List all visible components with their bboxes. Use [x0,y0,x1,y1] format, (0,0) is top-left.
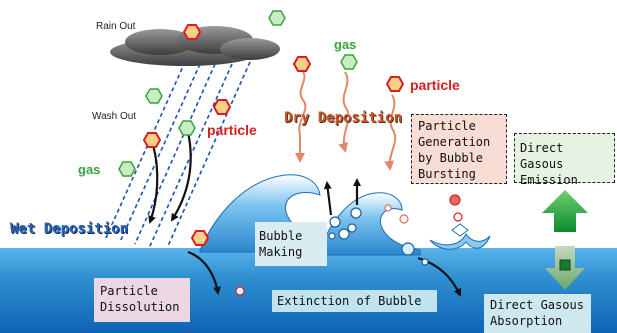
particle-left-label: particle [207,123,257,137]
gas-top-label: gas [334,38,356,51]
particle-generation-line-3: by Bubble [418,150,500,166]
bubble-making-box: Bubble Making [255,222,327,266]
bubble-making-line-2: Making [259,244,323,260]
particle-dissolution-line-1: Particle [100,283,184,299]
wash-out-label: Wash Out [92,112,136,122]
wet-deposition-label: Wet Deposition [10,222,128,236]
emission-arrow [542,190,588,232]
extinction-of-bubble-text: Extinction of Bubble [277,293,432,309]
absorption-arrow-mark [560,260,570,270]
gas-left-label: gas [78,163,100,176]
particle-generation-box: Particle Generation by Bubble Bursting [411,114,507,184]
direct-gasous-emission-line-1: Direct Gasous [520,140,609,172]
particle-generation-line-2: Generation [418,134,500,150]
direct-gasous-emission-line-2: Emission [520,172,609,188]
bubble-up-arrow-1 [327,183,331,215]
direct-gasous-absorption-box: Direct Gasous Absorption [484,294,591,333]
particle-generation-line-1: Particle [418,118,500,134]
particle-generation-line-4: Bursting [418,166,500,182]
dry-deposition-arrow-3 [390,95,395,168]
direct-gasous-absorption-line-1: Direct Gasous [490,297,585,313]
direct-gasous-emission-box: Direct Gasous Emission [514,133,615,183]
particle-dissolution-box: Particle Dissolution [94,278,190,322]
direct-gasous-absorption-line-2: Absorption [490,313,585,329]
extinction-of-bubble-box: Extinction of Bubble [272,290,437,312]
particle-right-label: particle [410,78,460,92]
rain-out-label: Rain Out [96,22,135,32]
bubble-making-line-1: Bubble [259,228,323,244]
dry-deposition-label: Dry Deposition [284,111,402,125]
wet-deposition-arrow-1 [150,145,157,222]
particle-dissolution-line-2: Dissolution [100,299,184,315]
